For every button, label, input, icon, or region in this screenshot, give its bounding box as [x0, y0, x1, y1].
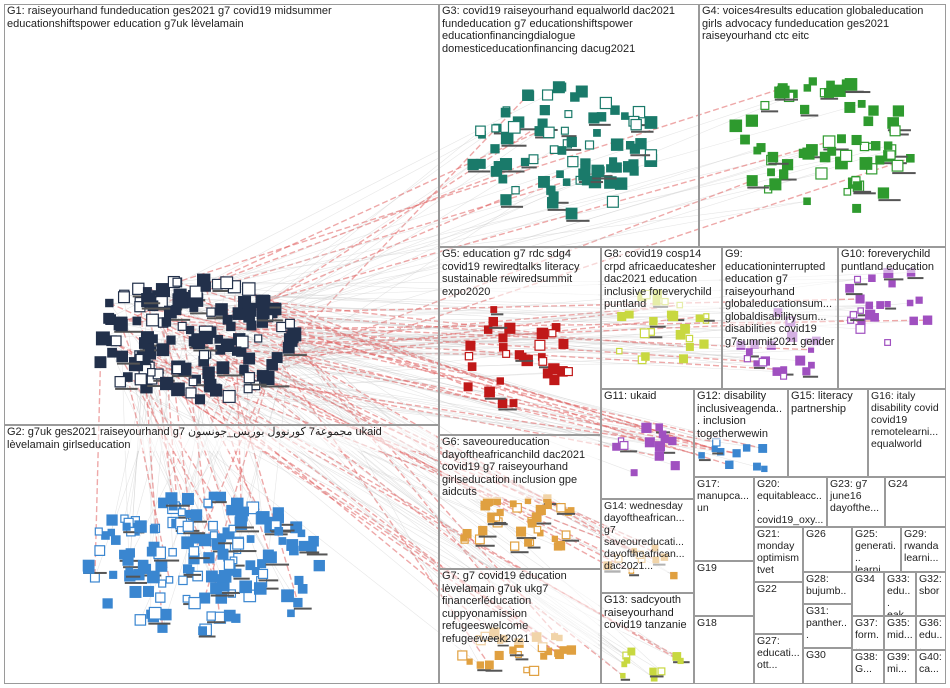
group-label-g24: G24 [888, 478, 943, 490]
group-label-g18: G18 [697, 617, 751, 629]
group-label-g16: G16: italy disability covid covid19 remo… [871, 390, 943, 450]
group-box-g30: G30 [803, 648, 852, 684]
group-label-g8: G8: covid19 cosp14 crpd africaeducateshe… [604, 248, 719, 311]
group-label-g5: G5: education g7 rdc sdg4 covid19 rewire… [442, 248, 598, 298]
group-box-g13: G13: sadcyouth raiseyourhand covid19 tan… [601, 593, 694, 684]
group-box-g19: G19 [694, 561, 754, 616]
group-box-g15: G15: literacy partnership [788, 389, 868, 477]
group-box-g7: G7: g7 covid19 éducation lèvelamain g7uk… [439, 569, 601, 684]
group-label-g29: G29: rwanda learni... [904, 528, 943, 564]
group-box-g14: G14: wednesday dayoftheafrican... g7 sav… [601, 499, 694, 593]
group-label-g38: G38: G... [855, 651, 881, 675]
group-label-g27: G27: educati... ott... [757, 635, 800, 671]
group-box-g23: G23: g7 june16 dayofthe... [827, 477, 885, 527]
group-label-g21: G21: monday optimism tvet [757, 528, 800, 576]
group-label-g22: G22 [757, 583, 800, 595]
group-box-g5: G5: education g7 rdc sdg4 covid19 rewire… [439, 247, 601, 435]
group-box-g33: G33: edu... eak... [884, 572, 916, 616]
group-label-g34: G34 [855, 573, 881, 585]
group-box-g22: G22 [754, 582, 803, 634]
group-box-g25: G25: generati... learni... [852, 527, 901, 572]
group-box-g12: G12: disability inclusiveagenda... inclu… [694, 389, 788, 477]
group-label-g15: G15: literacy partnership [791, 390, 865, 415]
group-box-g31: G31: panther... [803, 604, 852, 648]
group-box-g8: G8: covid19 cosp14 crpd africaeducateshe… [601, 247, 722, 389]
group-box-g17: G17: manupca... un [694, 477, 754, 561]
group-box-g40: G40: ca... [916, 650, 946, 684]
group-label-g20: G20: equitableacc... covid19_oxy... [757, 478, 824, 526]
group-box-g34: G34 [852, 572, 884, 616]
group-label-g23: G23: g7 june16 dayofthe... [830, 478, 882, 514]
group-label-g13: G13: sadcyouth raiseyourhand covid19 tan… [604, 594, 691, 632]
group-label-g40: G40: ca... [919, 651, 943, 675]
group-box-g29: G29: rwanda learni... [901, 527, 946, 572]
group-box-g37: G37: form... [852, 616, 884, 650]
group-box-g24: G24 [885, 477, 946, 527]
group-label-g25: G25: generati... learni... [855, 528, 898, 572]
group-label-g35: G35: mid... [887, 617, 913, 641]
group-box-g1: G1: raiseyourhand fundeducation ges2021 … [4, 4, 439, 425]
group-label-g9: G9: educationinterrupted education g7 ra… [725, 248, 835, 348]
group-box-g2: G2: g7uk ges2021 raiseyourhand g7 مجموعة… [4, 425, 439, 684]
group-label-g2: G2: g7uk ges2021 raiseyourhand g7 مجموعة… [7, 426, 436, 451]
group-box-g36: G36: edu... [916, 616, 946, 650]
group-box-g26: G26 [803, 527, 852, 572]
group-box-g10: G10: foreverychild puntland education [838, 247, 946, 389]
group-label-g1: G1: raiseyourhand fundeducation ges2021 … [7, 5, 436, 30]
group-box-g18: G18 [694, 616, 754, 684]
group-label-g19: G19 [697, 562, 751, 574]
group-label-g11: G11: ukaid [604, 390, 691, 403]
group-label-g10: G10: foreverychild puntland education [841, 248, 943, 273]
group-label-g14: G14: wednesday dayoftheafrican... g7 sav… [604, 500, 691, 572]
group-box-g39: G39: mi... [884, 650, 916, 684]
group-label-g33: G33: edu... eak... [887, 573, 913, 616]
group-box-g11: G11: ukaid [601, 389, 694, 499]
group-label-g3: G3: covid19 raiseyourhand equalworld dac… [442, 5, 696, 55]
group-label-g36: G36: edu... [919, 617, 943, 650]
group-box-g21: G21: monday optimism tvet [754, 527, 803, 582]
group-label-g12: G12: disability inclusiveagenda... inclu… [697, 390, 785, 440]
group-box-g28: G28: bujumb... [803, 572, 852, 604]
group-box-g32: G32: sbor [916, 572, 946, 616]
group-box-g38: G38: G... [852, 650, 884, 684]
group-label-g17: G17: manupca... un [697, 478, 751, 514]
group-label-g30: G30 [806, 649, 849, 661]
group-box-g35: G35: mid... [884, 616, 916, 650]
group-label-g6: G6: saveoureducation dayoftheafricanchil… [442, 436, 598, 499]
group-box-g3: G3: covid19 raiseyourhand equalworld dac… [439, 4, 699, 247]
group-label-g31: G31: panther... [806, 605, 849, 641]
group-label-g28: G28: bujumb... [806, 573, 849, 604]
group-box-g6: G6: saveoureducation dayoftheafricanchil… [439, 435, 601, 569]
group-label-g37: G37: form... [855, 617, 881, 650]
group-label-g26: G26 [806, 528, 849, 540]
group-box-g27: G27: educati... ott... [754, 634, 803, 684]
group-label-g39: G39: mi... [887, 651, 913, 675]
group-box-g16: G16: italy disability covid covid19 remo… [868, 389, 946, 477]
group-label-g32: G32: sbor [919, 573, 943, 597]
group-box-g9: G9: educationinterrupted education g7 ra… [722, 247, 838, 389]
group-box-g20: G20: equitableacc... covid19_oxy... [754, 477, 827, 527]
group-label-g4: G4: voices4results education globaleduca… [702, 5, 943, 43]
group-box-g4: G4: voices4results education globaleduca… [699, 4, 946, 247]
group-label-g7: G7: g7 covid19 éducation lèvelamain g7uk… [442, 570, 598, 645]
